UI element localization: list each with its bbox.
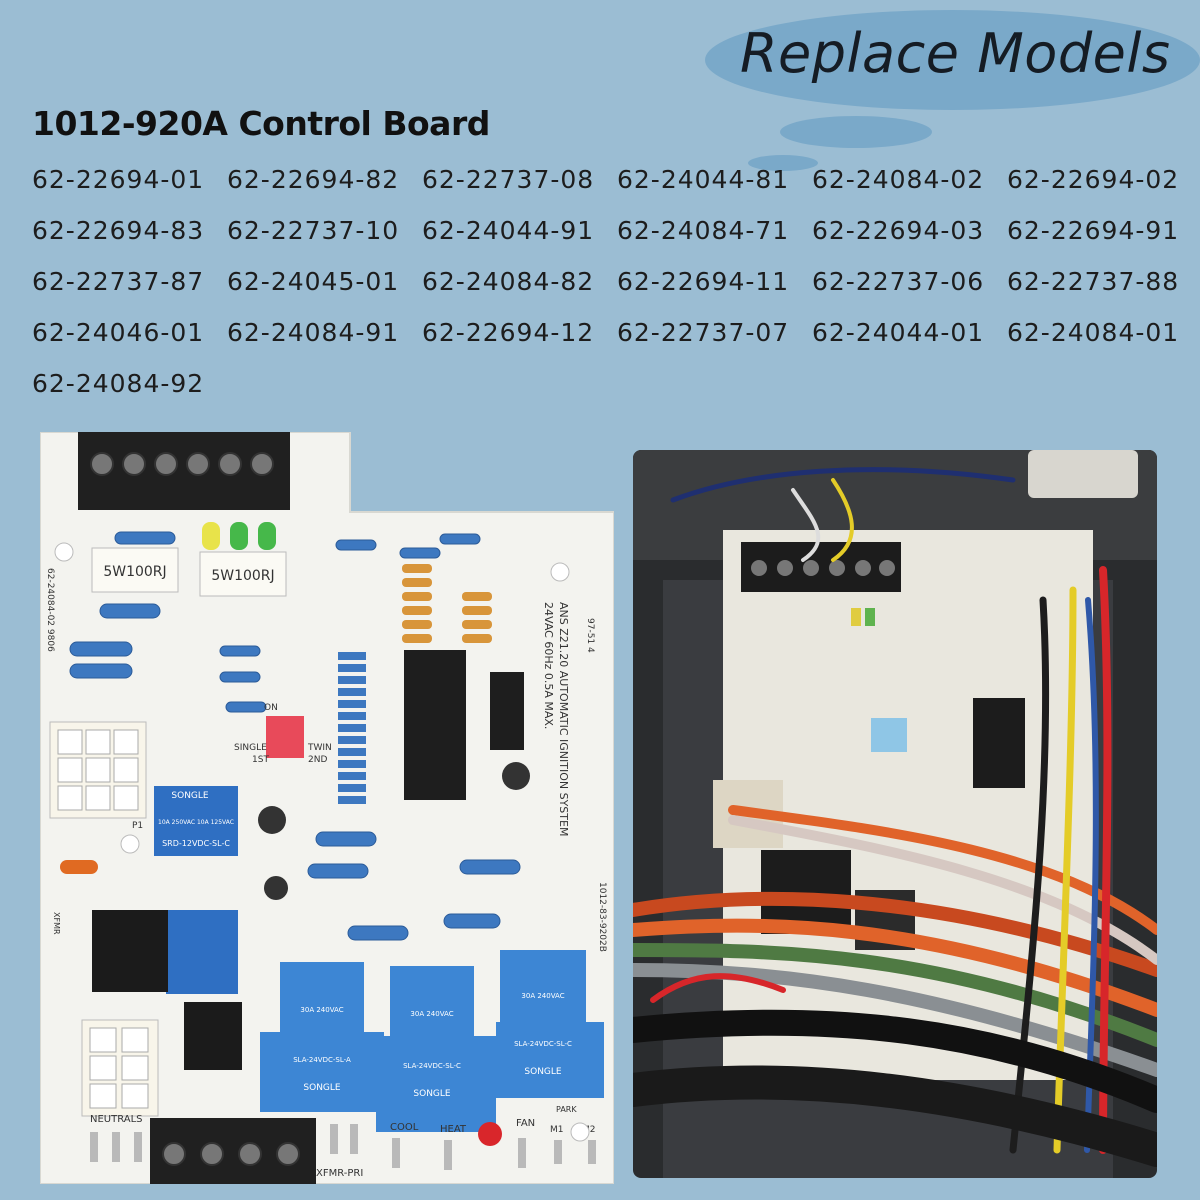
electrolytic-capacitor-3: [264, 876, 288, 900]
relay-large-3-model: SLA-24VDC-SL-C: [514, 1040, 572, 1048]
model-number: 62-22737-07: [617, 318, 790, 347]
electrolytic-capacitor-1: [502, 762, 530, 790]
product-title: 1012-920A Control Board: [32, 104, 490, 143]
dip-single-label: SINGLE: [234, 743, 267, 753]
led-indicators: [202, 522, 276, 550]
relay-small-1-rating: 10A 250VAC 10A 125VAC: [158, 819, 234, 826]
label-m1: M1: [550, 1125, 564, 1135]
model-number: 62-22694-12: [422, 318, 595, 347]
model-number: 62-22694-91: [1007, 216, 1180, 245]
model-number: 62-22694-02: [1007, 165, 1180, 194]
banner-bubble-1: [780, 116, 932, 148]
label-xfmr-pri: XFMR-PRI: [316, 1168, 363, 1179]
board-code-2: 1012-83-9202B: [597, 882, 607, 952]
transformer: [1028, 450, 1138, 498]
model-number: 62-24044-01: [812, 318, 985, 347]
relay-large-1-model: SLA-24VDC-SL-A: [293, 1056, 351, 1064]
relay-black-1: [92, 910, 168, 992]
installed-board-photo: [633, 450, 1157, 1178]
model-number: 62-22694-11: [617, 267, 790, 296]
top-terminal-block: [78, 432, 290, 510]
installed-ic: [973, 698, 1025, 788]
model-number: 62-24084-92: [32, 369, 205, 398]
relay-large-1: 30A 240VAC SLA-24VDC-SL-A SONGLE: [260, 962, 384, 1112]
model-number: 62-24084-71: [617, 216, 790, 245]
vertical-spec-text: ANS Z21.20 AUTOMATIC IGNITION SYSTEM: [557, 602, 570, 836]
dip-twin-label: TWIN: [307, 743, 332, 753]
dip-on-label: ON: [264, 703, 278, 713]
relay-small-1-brand: SONGLE: [171, 791, 209, 801]
label-neutrals: NEUTRALS: [90, 1114, 143, 1125]
label-xfmr: XFMR: [52, 912, 61, 935]
model-number: 62-22694-83: [32, 216, 205, 245]
bottom-terminal-block: [150, 1118, 316, 1184]
model-number: 62-24046-01: [32, 318, 205, 347]
relay-small-2: [166, 910, 238, 994]
wire-harness: [633, 467, 1157, 1167]
vertical-part-number: 62-24084-02 9806: [45, 568, 55, 652]
resistor-array: [69, 531, 521, 941]
red-led: [478, 1122, 502, 1146]
model-number: 62-22737-10: [227, 216, 400, 245]
relay-small-1-model: SRD-12VDC-SL-C: [162, 839, 230, 848]
dip-2nd-label: 2ND: [308, 755, 327, 765]
power-resistor-2-label: 5W100RJ: [211, 568, 274, 584]
dip-switch: ON SINGLE 1ST TWIN 2ND: [234, 703, 332, 765]
model-number: 62-24084-02: [812, 165, 985, 194]
banner-oval: [705, 10, 1200, 110]
control-board-photo: 5W100RJ 5W100RJ: [40, 432, 614, 1184]
label-fan: FAN: [516, 1118, 535, 1129]
model-number: 62-24084-01: [1007, 318, 1180, 347]
connector-6-pin: [81, 1019, 159, 1117]
label-heat: HEAT: [440, 1124, 467, 1135]
model-number: 62-24084-91: [227, 318, 400, 347]
dip-1st-label: 1ST: [252, 755, 269, 765]
label-cool: COOL: [390, 1122, 419, 1133]
relay-large-1-brand: SONGLE: [303, 1083, 341, 1093]
model-number: 62-22694-03: [812, 216, 985, 245]
vertical-spec-text-2: 24VAC 60Hz 0.5A MAX.: [542, 602, 555, 729]
relay-black-2: [184, 1002, 242, 1070]
model-number: 62-24044-81: [617, 165, 790, 194]
ic-chip-large: [404, 650, 466, 800]
model-number: 62-24044-91: [422, 216, 595, 245]
model-list: 62-22694-01 62-22694-82 62-22737-08 62-2404…: [32, 164, 1200, 399]
model-number: 62-22737-06: [812, 267, 985, 296]
connector-9-pin: P1: [49, 721, 147, 831]
relay-large-1-rating: 30A 240VAC: [300, 1006, 343, 1014]
model-number: 62-22694-01: [32, 165, 205, 194]
label-park: PARK: [556, 1105, 577, 1114]
installed-terminal-block: [741, 542, 901, 592]
model-number: 62-24045-01: [227, 267, 400, 296]
power-resistor-2: 5W100RJ: [199, 551, 287, 597]
relay-large-2: 30A 240VAC SLA-24VDC-SL-C SONGLE: [376, 966, 496, 1132]
resistor-ladder: [338, 652, 366, 804]
relay-large-2-brand: SONGLE: [413, 1089, 451, 1099]
p1-label: P1: [132, 821, 143, 831]
banner-title: Replace Models: [740, 22, 1171, 85]
board-code-1: 97-51 4: [585, 618, 595, 653]
relay-large-2-rating: 30A 240VAC: [410, 1010, 453, 1018]
model-number: 62-24084-82: [422, 267, 595, 296]
capacitor-array: [402, 564, 492, 643]
relay-large-3-rating: 30A 240VAC: [521, 992, 564, 1000]
power-resistor-1-label: 5W100RJ: [103, 564, 166, 580]
mounting-holes: [54, 542, 590, 1142]
model-number: 62-22737-87: [32, 267, 205, 296]
ic-chip-small: [490, 672, 524, 750]
fuse: [60, 860, 98, 874]
relay-small-1: SONGLE 10A 250VAC 10A 125VAC SRD-12VDC-S…: [154, 786, 238, 856]
relay-large-3: 30A 240VAC SLA-24VDC-SL-C SONGLE: [496, 950, 604, 1098]
relay-large-3-brand: SONGLE: [524, 1067, 562, 1077]
installed-dip: [871, 718, 907, 752]
spade-terminals: [90, 1124, 596, 1170]
power-resistor-1: 5W100RJ: [91, 547, 179, 593]
banner-bubble-2: [748, 155, 818, 171]
electrolytic-capacitor-2: [258, 806, 286, 834]
relay-large-2-model: SLA-24VDC-SL-C: [403, 1062, 461, 1070]
model-number: 62-22694-82: [227, 165, 400, 194]
model-number: 62-22737-88: [1007, 267, 1180, 296]
model-number: 62-22737-08: [422, 165, 595, 194]
